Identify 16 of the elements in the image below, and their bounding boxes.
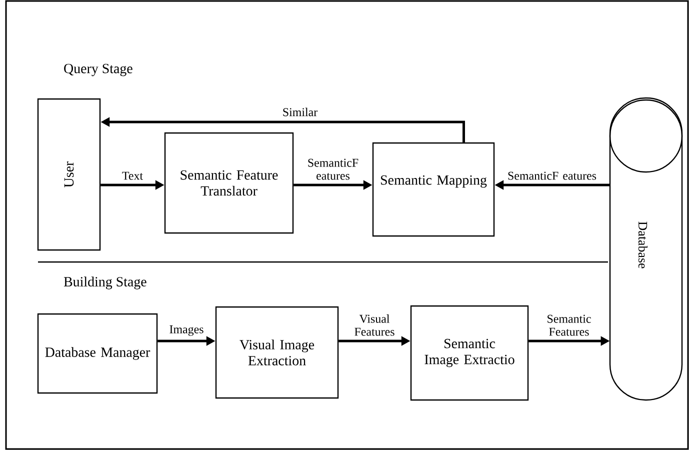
process-box: Semantic Mapping bbox=[372, 142, 495, 237]
edge-label: Images bbox=[170, 325, 204, 336]
process-box: Semantic Image Extractio bbox=[410, 305, 529, 401]
database-cylinder: Database bbox=[609, 97, 683, 401]
edge-label: Text bbox=[122, 172, 143, 180]
process-box: Visual Image Extraction bbox=[215, 306, 339, 399]
edge-label: SemanticF eatures bbox=[508, 172, 596, 180]
process-box: Database Manager bbox=[37, 313, 158, 394]
edge-label: SemanticF eatures bbox=[308, 158, 358, 180]
stage-label: Query Stage bbox=[64, 64, 132, 76]
stage-label: Building Stage bbox=[64, 276, 146, 290]
process-box: User bbox=[37, 98, 101, 251]
process-box: Semantic Feature Translator bbox=[164, 132, 294, 234]
edge-label: Semantic Features bbox=[548, 314, 591, 336]
edge-label: Similar bbox=[283, 108, 318, 116]
edge-label: Visual Features bbox=[354, 314, 394, 336]
